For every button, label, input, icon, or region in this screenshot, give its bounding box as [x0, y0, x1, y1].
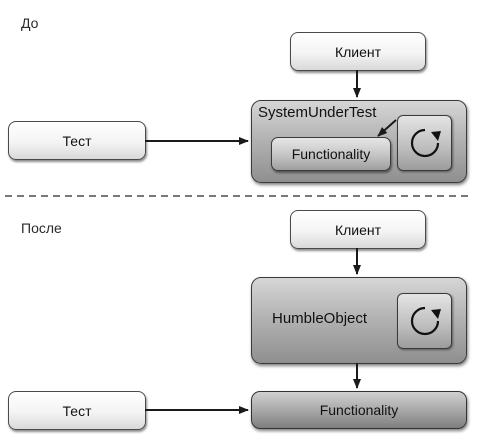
before-test-box: Тест [8, 121, 146, 160]
refresh-cycle-icon [410, 128, 441, 158]
before-client-label: Клиент [334, 43, 382, 60]
system-under-test-label: SystemUnderTest [258, 104, 377, 121]
before-functionality-label: Functionality [291, 146, 371, 162]
humble-object-label: HumbleObject [272, 310, 368, 327]
before-client-box: Клиент [290, 32, 426, 71]
before-cycle-box [397, 115, 452, 171]
after-test-box: Тест [8, 391, 146, 430]
after-section-label: После [21, 220, 62, 236]
after-cycle-box [397, 293, 452, 349]
after-client-box: Клиент [290, 210, 426, 249]
before-test-label: Тест [62, 132, 92, 149]
before-section-label: До [21, 15, 39, 31]
before-functionality-box: Functionality [271, 137, 391, 171]
system-under-test-box: SystemUnderTest Functionality [251, 100, 467, 183]
humble-object-box: HumbleObject [251, 277, 467, 364]
after-client-label: Клиент [334, 221, 382, 238]
after-functionality-label: Functionality [319, 402, 399, 418]
after-test-label: Тест [62, 402, 92, 419]
after-functionality-box: Functionality [251, 391, 467, 429]
refresh-cycle-icon [410, 306, 441, 336]
